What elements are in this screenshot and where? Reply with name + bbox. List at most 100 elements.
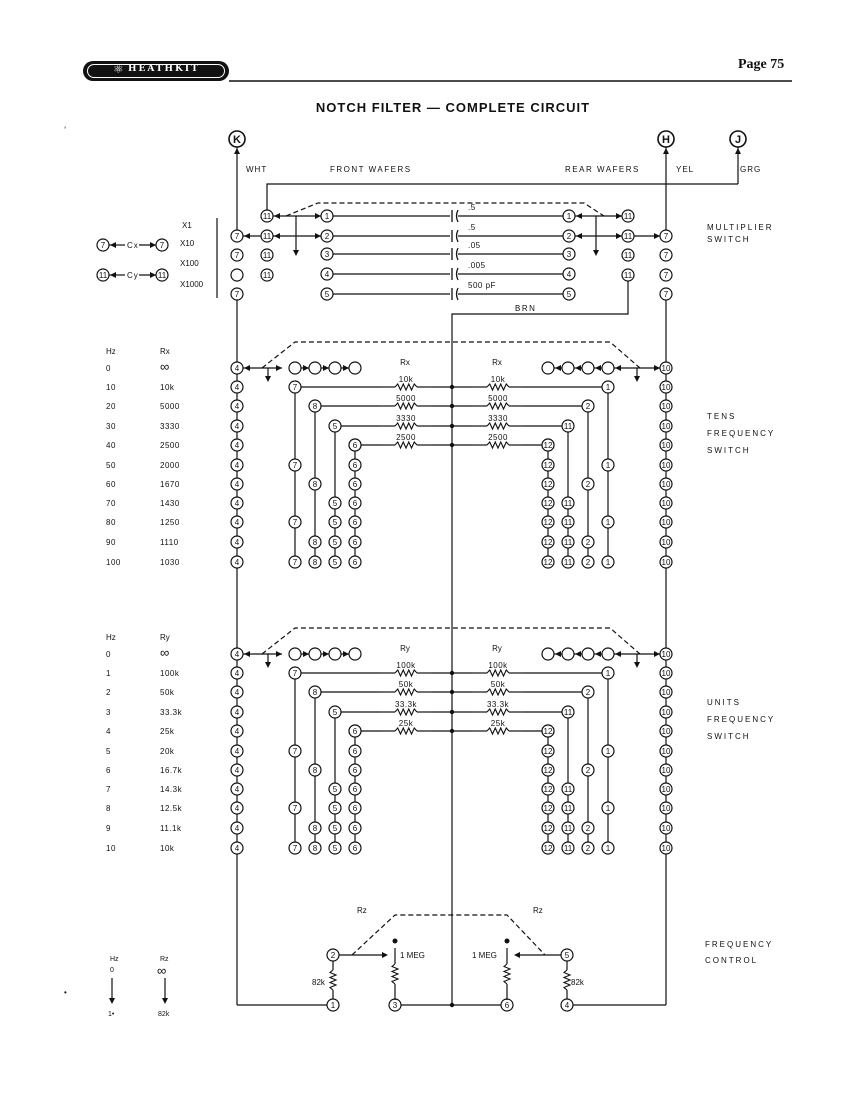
empty-lug [348,361,362,375]
arrow [244,365,250,371]
arrow [323,651,329,657]
tens-right-lug-number: 10 [662,364,671,373]
units-resistor-value: 33.3k [487,700,510,709]
multiplier-lug-number: 11 [263,232,272,241]
capacitor-curve [455,267,459,281]
units-rear-lug [601,841,615,855]
table-hz: 6 [106,766,111,775]
units-front-lug-number: 5 [333,804,338,813]
junction-dot [449,670,455,676]
multiplier-lug-number: 7 [664,290,669,299]
arrow [323,365,329,371]
tens-right-lug-number: 10 [662,402,671,411]
arrow [265,376,271,382]
table-r: 12.5k [160,804,183,813]
units-rear-lug-number: 11 [564,844,573,853]
terminal-h-label: H [662,134,670,146]
tens-front-lug-number: 8 [313,538,318,547]
units-left-lug-number: 4 [235,844,240,853]
units-rear-lug-number: 2 [586,824,591,833]
arrow [654,233,660,239]
table-r: 14.3k [160,785,183,794]
junction-dot [449,423,455,429]
units-rear-lug [561,841,575,855]
junction-dot [449,728,455,734]
control-lug-number: 2 [331,951,336,960]
units-rear-lug-number: 1 [606,804,611,813]
empty-lug [308,361,322,375]
units-front-lug-number: 6 [353,804,358,813]
empty-lug [581,361,595,375]
units-rear-lug-number: 2 [586,844,591,853]
cy-lug-left-number: 11 [99,271,108,280]
arrow [555,365,561,371]
capacitor-value: .5 [468,223,476,232]
cy-label: Cy [127,271,139,280]
units-front-lug-number: 5 [333,824,338,833]
units-res-head: Ry [492,644,502,653]
arrow [654,365,660,371]
units-resistor [486,668,510,678]
arrow [276,651,282,657]
tens-resistor-value: 2500 [488,433,508,442]
rear-wafer-lug-number: 4 [567,270,572,279]
capacitor-value: .05 [468,241,481,250]
table-r: 2500 [160,441,180,450]
frequency-control-label: CONTROL [705,956,758,965]
tens-switch-label: SWITCH [707,446,751,455]
units-front-lug [348,841,362,855]
units-rear-lug-number: 12 [544,785,553,794]
table-hz: 90 [106,538,116,547]
yel-label: YEL [676,165,694,174]
front-wafer-lug-number: 1 [325,212,330,221]
tens-left-lug-number: 4 [235,364,240,373]
table-r: 1250 [160,518,180,527]
tens-rear-lug [561,555,575,569]
tens-right-lug-number: 10 [662,558,671,567]
tens-left-lug-number: 4 [235,480,240,489]
units-right-lug-number: 10 [662,824,671,833]
empty-lug [581,647,595,661]
capacitor-curve [455,287,459,301]
units-right-lug-number: 10 [662,804,671,813]
units-resistor-value: 100k [396,661,416,670]
tens-front-lug-number: 6 [353,441,358,450]
cx-lug-right [155,238,169,252]
table-hz: 70 [106,499,116,508]
arrow [575,651,581,657]
tens-rear-lug-number: 1 [606,461,611,470]
table-head: Hz [106,347,116,356]
arrow [303,651,309,657]
rear-wafer-lug-number: 3 [567,250,572,259]
units-left-lug-number: 4 [235,804,240,813]
grg-wire [266,183,738,216]
units-resistor [394,668,418,678]
units-resistor [486,707,510,717]
units-resistor [486,687,510,697]
tens-front-lug-number: 8 [313,558,318,567]
tens-rear-lug-number: 11 [564,422,573,431]
tens-front-lug [348,555,362,569]
units-front-lug-number: 7 [293,844,298,853]
pot-value: 1 MEG [400,951,425,960]
tens-right-lug-number: 10 [662,461,671,470]
empty-lug [348,647,362,661]
empty-lug [541,647,555,661]
tens-rear-lug [581,555,595,569]
units-front-lug-number: 6 [353,844,358,853]
pot-knob [392,938,398,944]
units-res-head: Ry [400,644,410,653]
table-r: 1670 [160,480,180,489]
table-hz: 20 [106,402,116,411]
arrow [265,662,271,668]
control-lug-number: 5 [565,951,570,960]
tens-resistor-value: 5000 [488,394,508,403]
units-rear-lug-number: 12 [544,766,553,775]
multiplier-switch-label: MULTIPLIER [707,223,774,232]
units-front-lug-number: 8 [313,844,318,853]
tens-front-lug-number: 6 [353,518,358,527]
junction-dot [449,384,455,390]
pot-1meg [390,963,400,985]
table-r: 3330 [160,422,180,431]
